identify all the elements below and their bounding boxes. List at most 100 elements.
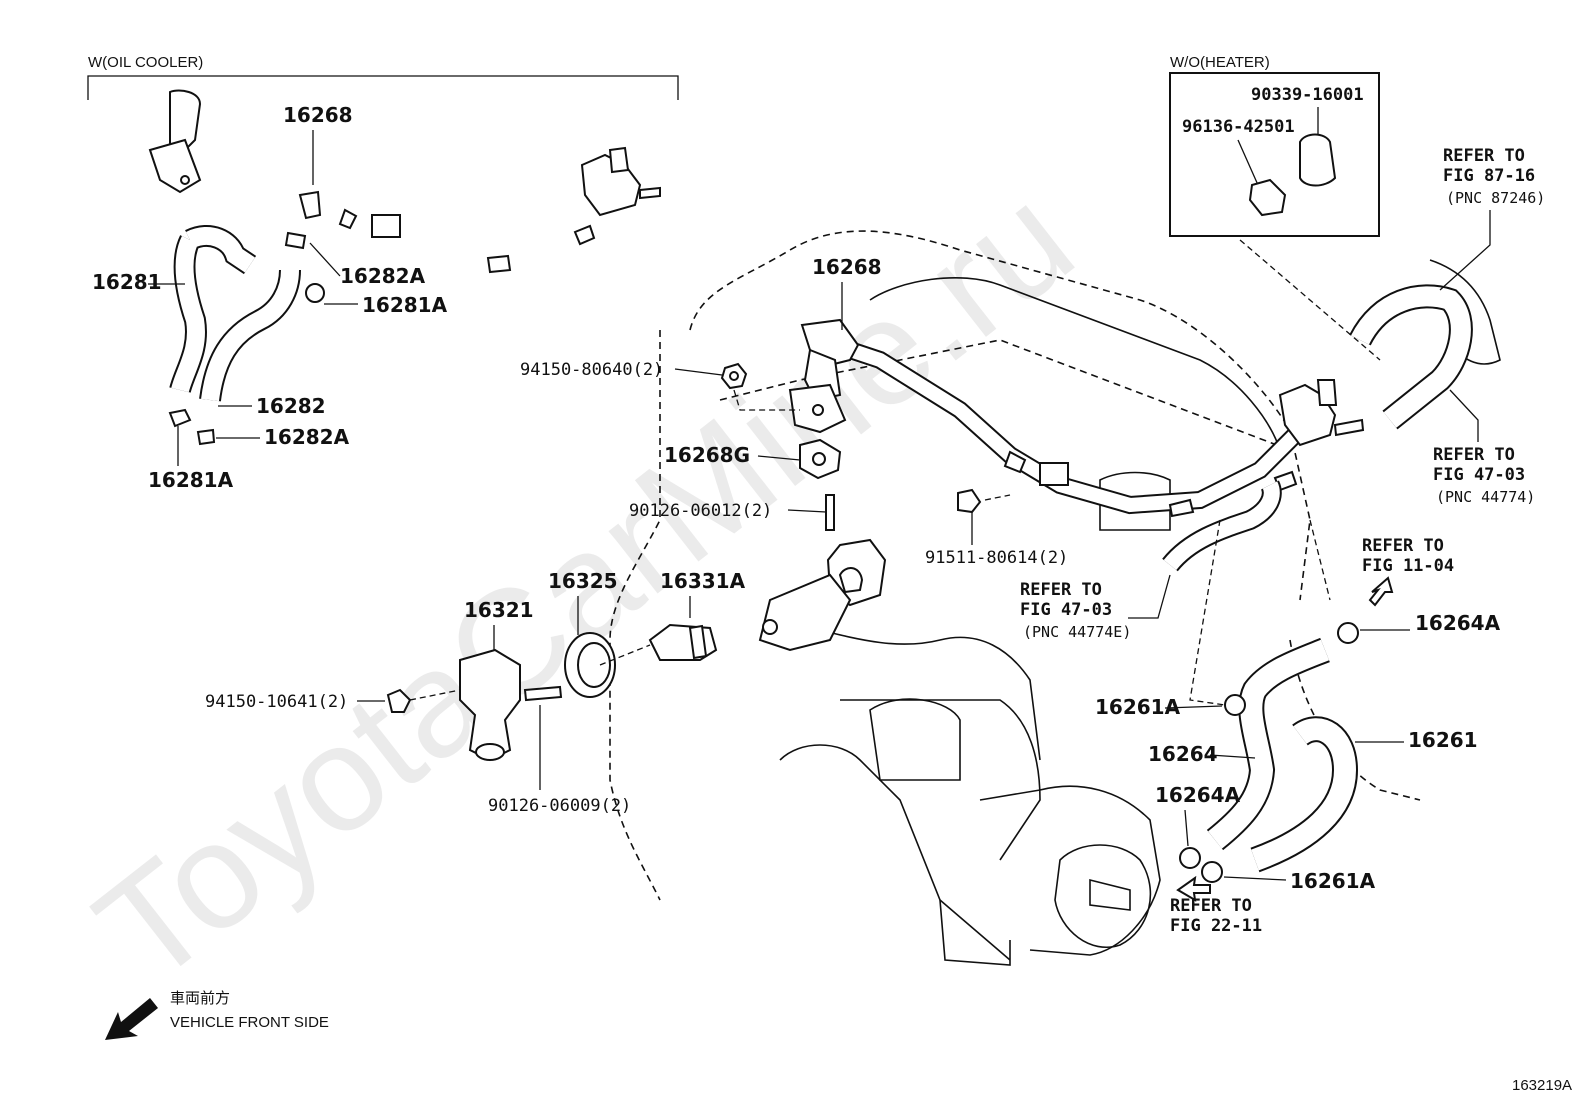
thermostat-core <box>688 624 708 660</box>
pipe-clip <box>338 208 358 230</box>
oil-cooler-header: W(OIL COOLER) <box>88 54 203 71</box>
leader-94150-80640 <box>674 368 723 376</box>
pipe-outlet-nipple <box>573 224 596 246</box>
clamp-16281A-bot <box>168 408 192 428</box>
leader-90126-06012 <box>787 509 827 513</box>
hose-44774e <box>1163 481 1280 571</box>
leader-96136 <box>1237 139 1259 186</box>
dash-nut-b <box>409 689 461 701</box>
pipe-outlet-neck <box>608 146 630 174</box>
stud-90126-06012 <box>825 494 835 531</box>
heater-header: W/O(HEATER) <box>1170 54 1270 71</box>
label-16268-main: 16268 <box>812 255 882 279</box>
label-16264A-bot: 16264A <box>1155 783 1241 807</box>
label-90339: 90339-16001 <box>1251 85 1364 105</box>
leader-ref-87-16 <box>1439 210 1491 291</box>
figure-code: 163219A <box>1512 1077 1572 1094</box>
ref-11-04-line1: REFER TO <box>1362 536 1444 556</box>
label-16261: 16261 <box>1408 728 1478 752</box>
pipe-outlet-neck-main <box>1316 379 1338 406</box>
leader-ref-47-03-mid <box>1128 574 1171 619</box>
label-94150-10641: 94150-10641(2) <box>205 692 348 712</box>
label-94150-80640: 94150-80640(2) <box>520 360 663 380</box>
clamp-16264A-top <box>1337 622 1359 644</box>
gasket-hole <box>812 452 826 466</box>
refer-callouts: REFER TO FIG 87-16 (PNC 87246) REFER TO … <box>1020 146 1545 936</box>
pipe-nipple-main <box>1168 498 1195 518</box>
heater-inset: W/O(HEATER) 90339-16001 96136-42501 <box>1169 54 1381 361</box>
label-16282: 16282 <box>256 394 326 418</box>
inlet-hole <box>762 619 778 635</box>
hose-16261 <box>1251 718 1357 871</box>
dash-clamp-top <box>1189 519 1226 706</box>
heater-hoses <box>1162 284 1473 572</box>
dash-nut-a <box>733 389 800 411</box>
label-16261A-bot: 16261A <box>1290 869 1376 893</box>
label-16264: 16264 <box>1148 742 1218 766</box>
ref-22-11-line2: FIG 22-11 <box>1170 916 1262 936</box>
ref-87-16-line3: (PNC 87246) <box>1446 189 1545 207</box>
dash-bolt <box>984 494 1011 501</box>
label-16268-top: 16268 <box>283 103 353 127</box>
ref-47-03-mid-line2: FIG 47-03 <box>1020 600 1112 620</box>
plug-90339 <box>1299 133 1337 187</box>
hose-87246 <box>1351 286 1471 428</box>
clamp-16264A-bot <box>1179 847 1201 869</box>
label-90126-06012: 90126-06012(2) <box>629 501 772 521</box>
ref-47-03-mid-line1: REFER TO <box>1020 580 1102 600</box>
water-inlet-body <box>758 573 852 652</box>
clamp-16282A-top <box>284 231 307 250</box>
thermostat-assembly: 94150-80640(2) 16268G 90126-06012(2) 915… <box>205 360 1068 816</box>
flange-hole <box>180 175 190 185</box>
ref-47-03-right-line2: FIG 47-03 <box>1433 465 1525 485</box>
pipe-clip-main <box>1003 450 1027 474</box>
nut-94150-10641 <box>386 688 412 713</box>
label-96136: 96136-42501 <box>1182 117 1295 137</box>
label-16281: 16281 <box>92 270 162 294</box>
hose-16281 <box>171 227 255 393</box>
label-90126-06009: 90126-06009(2) <box>488 796 631 816</box>
ref-22-11-line1: REFER TO <box>1170 896 1252 916</box>
ref-87-16-line2: FIG 87-16 <box>1443 166 1535 186</box>
heater-inset-box <box>1169 72 1380 237</box>
label-16281A-top: 16281A <box>362 293 448 317</box>
clamp-96136 <box>1248 178 1287 217</box>
inlet-socket <box>838 567 864 594</box>
heater-dash <box>1239 239 1381 361</box>
legend-english: VEHICLE FRONT SIDE <box>170 1014 329 1031</box>
pipe-nipple <box>486 254 512 274</box>
water-inlet-16321 <box>459 648 521 762</box>
leader-16282A-top <box>309 242 341 277</box>
label-16331A: 16331A <box>660 569 746 593</box>
hose-16282 <box>201 269 299 402</box>
pipe-flange <box>148 138 202 194</box>
stud-90126-06009 <box>523 685 563 702</box>
front-arrow-icon <box>105 998 158 1040</box>
label-16282A-bot: 16282A <box>264 425 350 449</box>
leader-16268G <box>757 455 801 461</box>
hose-16264 <box>1208 639 1330 849</box>
pipe-branch <box>298 190 322 220</box>
ref-47-03-right-line3: (PNC 44774) <box>1436 488 1535 506</box>
label-16325: 16325 <box>548 569 618 593</box>
label-16282A-top: 16282A <box>340 264 426 288</box>
vehicle-front-legend: 車両前方 VEHICLE FRONT SIDE <box>105 990 329 1040</box>
label-16281A-bot: 16281A <box>148 468 234 492</box>
leader-16264 <box>1209 754 1256 759</box>
ref-11-04-line2: FIG 11-04 <box>1362 556 1454 576</box>
leader-16264A-bot <box>1184 809 1189 847</box>
oil-cooler-pipe <box>184 92 635 271</box>
flange-hole-main <box>812 404 824 416</box>
clamp-16261A-bot <box>1201 861 1223 883</box>
arrow-ref-22-11-icon <box>1176 875 1211 902</box>
oil-cooler-pipe-outline <box>184 96 631 267</box>
leader-16261A-bot <box>1223 876 1287 881</box>
oil-cooler-group: W(OIL COOLER) 16268 16281 16282A 16281A <box>87 54 679 492</box>
main-pipe <box>817 333 1325 513</box>
pipe-outlet-bolt-main <box>1333 418 1365 437</box>
label-16321: 16321 <box>464 598 534 622</box>
leader-ref-47-03-right <box>1449 389 1479 442</box>
arrow-ref-11-04-icon <box>1368 576 1394 607</box>
oil-cooler-bracket <box>87 75 679 100</box>
